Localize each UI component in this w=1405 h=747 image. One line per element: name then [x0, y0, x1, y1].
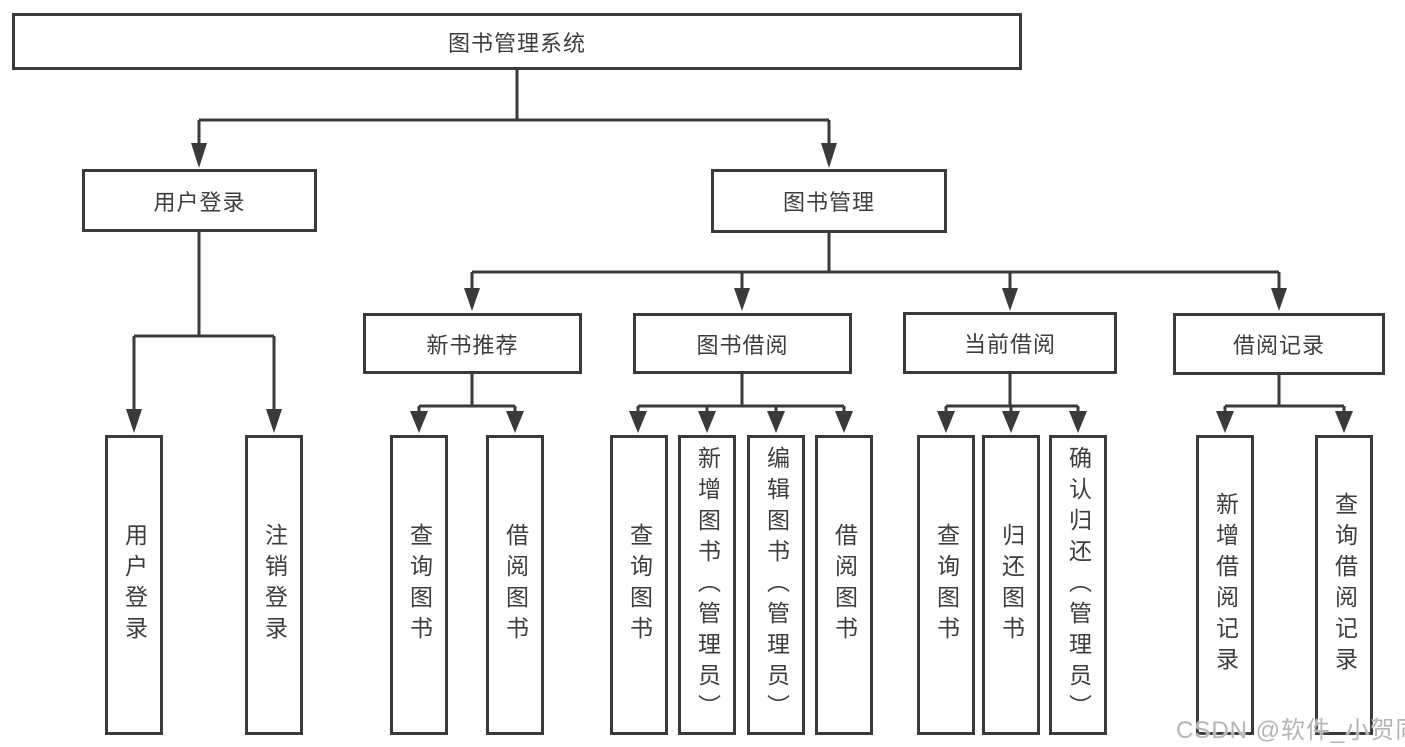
leaf-add-book-admin: 新增图书（管理员） [678, 435, 736, 735]
leaf-borrow-books: 借阅图书 [815, 435, 873, 735]
watermark: CSDN @软件_小贺同学 [1176, 717, 1405, 744]
node-book-management: 图书管理 [711, 169, 947, 233]
leaf-query-books-borrowing: 查询图书 [610, 435, 668, 735]
leaf-borrow-books-recommend: 借阅图书 [486, 435, 544, 735]
leaf-query-books-current: 查询图书 [917, 435, 975, 735]
leaf-logout: 注销登录 [245, 435, 303, 735]
leaf-add-borrow-record: 新增借阅记录 [1196, 435, 1254, 735]
node-current-borrowing: 当前借阅 [903, 312, 1117, 374]
leaf-query-borrow-record: 查询借阅记录 [1315, 435, 1373, 735]
node-library-system: 图书管理系统 [12, 13, 1022, 70]
node-book-borrowing: 图书借阅 [633, 313, 852, 374]
leaf-user-login: 用户登录 [105, 435, 163, 735]
leaf-edit-book-admin: 编辑图书（管理员） [747, 435, 805, 735]
node-user-login: 用户登录 [82, 169, 317, 232]
node-borrowing-records: 借阅记录 [1173, 313, 1385, 375]
leaf-confirm-return-admin: 确认归还（管理员） [1049, 435, 1107, 735]
leaf-return-books: 归还图书 [982, 435, 1040, 735]
node-new-book-recommendation: 新书推荐 [363, 313, 582, 374]
leaf-query-books-recommend: 查询图书 [390, 435, 448, 735]
